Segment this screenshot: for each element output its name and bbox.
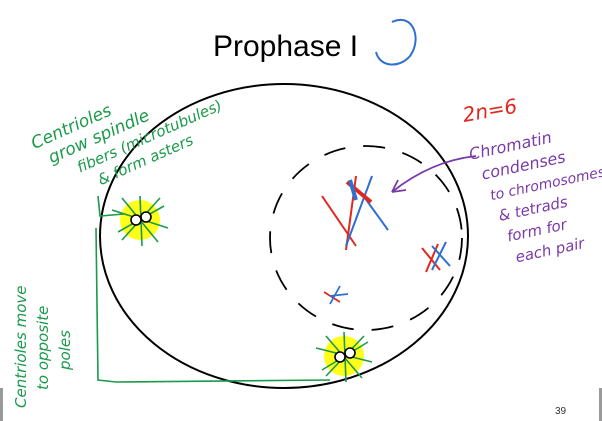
- nuclear-envelope: [269, 145, 463, 331]
- chromosome-number: 2n=6: [461, 94, 519, 127]
- annotation-spindle: Centrioles grow spindle fibers (microtub…: [28, 96, 225, 189]
- page-number: 39: [555, 406, 567, 417]
- centriole-lower: [315, 331, 373, 383]
- right-border-mark: [599, 388, 602, 421]
- annotation-poles: Centrioles move to opposite poles: [12, 286, 74, 408]
- left-border-mark: [0, 388, 3, 421]
- poles-pointer: [95, 227, 331, 383]
- chromatin-arrowhead: [391, 179, 407, 193]
- annotation-poles-line1: Centrioles move: [12, 286, 30, 408]
- slide-title: Prophase I: [213, 30, 358, 63]
- annotation-poles-line2: to opposite: [34, 306, 52, 390]
- cell-membrane: [99, 83, 469, 389]
- annotation-chromatin: Chromatin condenses to chromosomes & tet…: [467, 128, 602, 267]
- tetrad-large: [321, 175, 389, 251]
- annotation-poles-line3: poles: [56, 330, 74, 371]
- tetrad-medium: [421, 241, 451, 273]
- centriole-upper: [111, 195, 169, 247]
- spindle-pointer: [97, 195, 125, 217]
- tetrad-small: [323, 285, 349, 305]
- title-circle-mark: [375, 19, 417, 66]
- chromatin-arrow: [391, 155, 477, 193]
